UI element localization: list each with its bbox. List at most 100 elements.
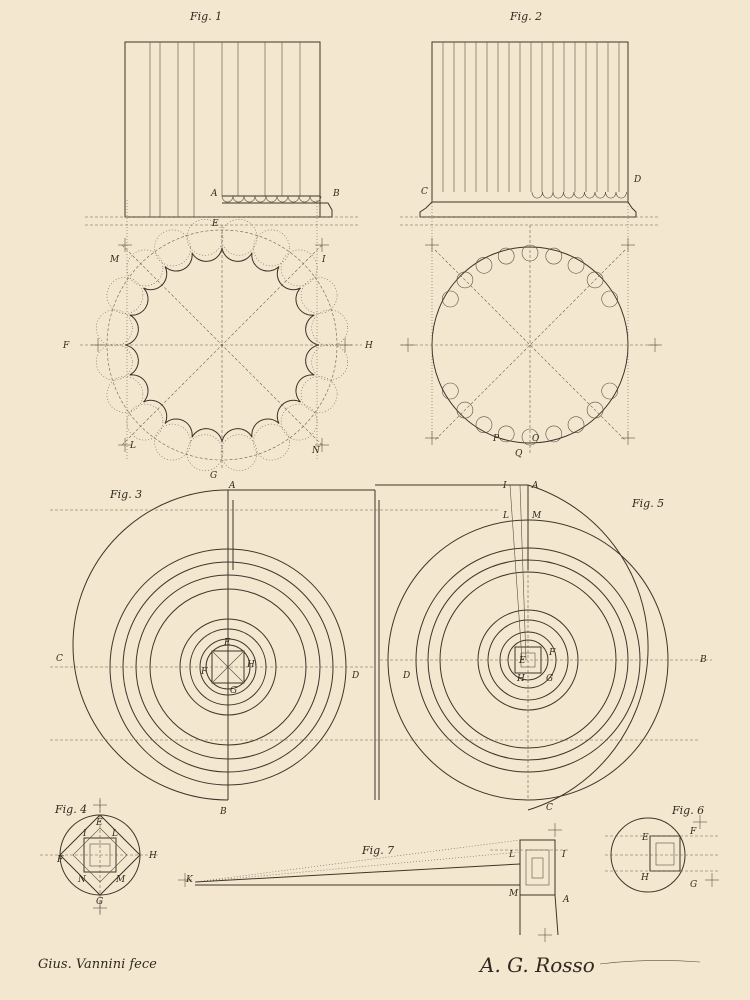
fig3-number: Fig. 3: [109, 488, 142, 501]
label-f4-L: L: [111, 829, 118, 839]
label-f2-D: D: [633, 175, 641, 185]
label-f1-L: L: [129, 441, 136, 451]
label-f5-M: M: [531, 511, 542, 521]
label-f2-O: O: [532, 434, 540, 444]
flute-scallop: [594, 191, 606, 199]
flute-scallop: [563, 191, 575, 199]
label-f5-F: F: [548, 648, 556, 658]
flute-scallop: [276, 195, 289, 203]
label-f3-G: G: [230, 686, 237, 696]
label-f2-Q: Q: [515, 449, 523, 459]
label-f7-L: L: [508, 850, 515, 860]
label-f7-A: A: [562, 895, 570, 905]
fig1-plan: [80, 200, 362, 472]
flute-semicircle: [586, 401, 604, 419]
fig5-number: Fig. 5: [631, 497, 664, 510]
label-f2-C: C: [421, 187, 428, 197]
label-f3-H: H: [246, 660, 255, 670]
construction-circle: [280, 249, 318, 287]
label-f4-E: E: [95, 818, 103, 828]
label-f3-C: C: [56, 654, 63, 664]
label-f5-A: A: [531, 481, 539, 491]
label-f4-G: G: [96, 897, 103, 907]
flute-semicircle: [456, 271, 474, 289]
label-f5-D: D: [402, 671, 410, 681]
flute-scallop: [573, 191, 585, 199]
construction-circle: [96, 343, 133, 381]
center-profile: [374, 490, 380, 800]
label-f2-P: P: [492, 434, 500, 444]
flute-semicircle: [475, 256, 493, 274]
label-f4-N: N: [77, 875, 87, 885]
flute-semicircle: [441, 382, 459, 400]
label-f5-I: I: [502, 481, 507, 491]
label-f1-A: A: [210, 189, 218, 199]
label-f1-H: H: [364, 341, 373, 351]
fig6-number: Fig. 6: [671, 804, 704, 817]
construction-circle: [311, 343, 349, 381]
fig2-number: Fig. 2: [509, 10, 542, 23]
label-f7-M: M: [508, 889, 519, 899]
construction-circle: [220, 219, 258, 256]
construction-circle: [126, 403, 164, 441]
label-f4-M: M: [115, 875, 126, 885]
flute-semicircle: [545, 425, 563, 443]
flute-scallop: [243, 195, 256, 203]
label-f5-G: G: [546, 674, 553, 684]
label-f1-F: F: [62, 341, 70, 351]
flute-scallop: [584, 191, 596, 199]
flute-scallop: [552, 191, 564, 199]
flute-semicircle: [601, 382, 619, 400]
fig2-column-elevation: [400, 41, 660, 226]
construction-circle: [186, 219, 224, 256]
label-f6-H: H: [640, 873, 649, 883]
label-f3-F: F: [200, 667, 208, 677]
flute-scallop: [542, 191, 554, 199]
label-f6-F: F: [689, 827, 697, 837]
label-f5-B: B: [699, 655, 707, 665]
fig3-volute: [50, 489, 700, 801]
label-f7-I: I: [561, 850, 566, 860]
signature-left: Gius. Vannini fece: [38, 957, 157, 972]
label-f3-E: E: [223, 638, 231, 648]
flute-scallop: [287, 195, 300, 203]
fig6-eye-detail: [605, 817, 720, 893]
fig4-eye-detail: [40, 800, 160, 915]
flute-semicircle: [441, 290, 459, 308]
label-f5-H: H: [516, 674, 525, 684]
flute-scallop: [615, 191, 627, 199]
flute-scallop: [531, 191, 543, 199]
fig4-number: Fig. 4: [54, 803, 87, 816]
label-f7-K: K: [185, 875, 194, 885]
fig7-number: Fig. 7: [361, 844, 394, 857]
label-f1-E: E: [211, 219, 219, 229]
construction-circle: [253, 423, 290, 461]
flute-semicircle: [601, 290, 619, 308]
fig2-plan: [400, 200, 660, 455]
label-f5-E: E: [518, 656, 526, 666]
flute-scallop: [221, 195, 234, 203]
flute-semicircle: [586, 271, 604, 289]
fig1-column-elevation: [85, 41, 360, 226]
label-f4-F: F: [56, 855, 64, 865]
label-f6-G: G: [690, 880, 697, 890]
label-f6-E: E: [641, 833, 649, 843]
label-f5-L: L: [502, 511, 509, 521]
flute-scallop: [309, 195, 322, 203]
flute-scallop: [298, 195, 311, 203]
flute-semicircle: [456, 401, 474, 419]
flute-semicircle: [497, 425, 515, 443]
construction-circle: [126, 249, 164, 287]
flute-semicircle: [475, 416, 493, 434]
flute-semicircle: [497, 247, 515, 265]
flute-scallop: [254, 195, 267, 203]
construction-circle: [106, 277, 144, 314]
label-f1-M: M: [109, 255, 120, 265]
label-f3-D: D: [351, 671, 359, 681]
label-f3-B: B: [219, 807, 227, 817]
label-f1-G: G: [210, 471, 217, 481]
fig7-profile: [194, 839, 570, 936]
construction-circle: [106, 376, 144, 413]
label-f1-B: B: [332, 189, 340, 199]
